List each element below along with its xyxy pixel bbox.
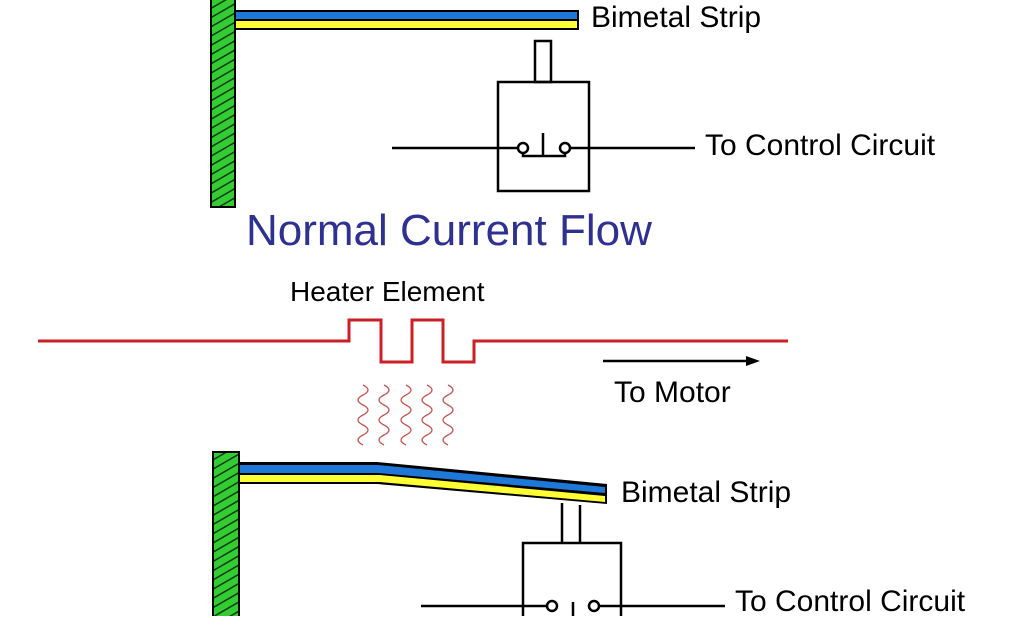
bottom-control-circuit-label: To Control Circuit xyxy=(735,585,966,618)
bottom-bimetal-strip xyxy=(239,462,607,504)
heater-wire xyxy=(38,318,788,364)
bottom-strip-metal-b xyxy=(240,475,605,502)
heat-wave xyxy=(357,384,369,446)
top-bimetal-label: Bimetal Strip xyxy=(591,1,762,34)
bottom-panel xyxy=(212,451,725,616)
motor-arrow xyxy=(603,356,760,366)
top-control-circuit-label: To Control Circuit xyxy=(705,129,936,162)
top-switch xyxy=(392,39,695,193)
heat-waves xyxy=(357,384,454,446)
bottom-switch-body xyxy=(521,541,623,616)
top-wall-mount xyxy=(210,0,236,208)
top-strip-metal-b xyxy=(236,21,577,28)
top-panel xyxy=(210,0,695,208)
top-switch-plunger xyxy=(533,39,553,84)
heat-wave xyxy=(400,384,412,446)
heater-circuit xyxy=(38,318,788,446)
to-motor-label: To Motor xyxy=(614,376,731,409)
heat-wave xyxy=(378,384,390,446)
bottom-switch xyxy=(421,503,725,616)
top-bimetal-strip xyxy=(235,10,579,30)
heater-element-label: Heater Element xyxy=(290,276,485,307)
arrow-head-icon xyxy=(746,356,760,366)
top-contact-right xyxy=(558,141,572,155)
top-switch-body xyxy=(496,80,591,193)
diagram-title: Normal Current Flow xyxy=(246,206,652,255)
heat-wave xyxy=(442,384,454,446)
bottom-strip-metal-a xyxy=(240,465,605,493)
heat-wave xyxy=(421,384,433,446)
bottom-contact-right xyxy=(587,599,601,613)
bottom-contact-left xyxy=(545,599,559,613)
top-strip-metal-a xyxy=(236,12,577,19)
top-contact-left xyxy=(516,141,530,155)
bottom-wall-mount xyxy=(212,451,240,616)
bottom-bimetal-label: Bimetal Strip xyxy=(621,476,792,509)
